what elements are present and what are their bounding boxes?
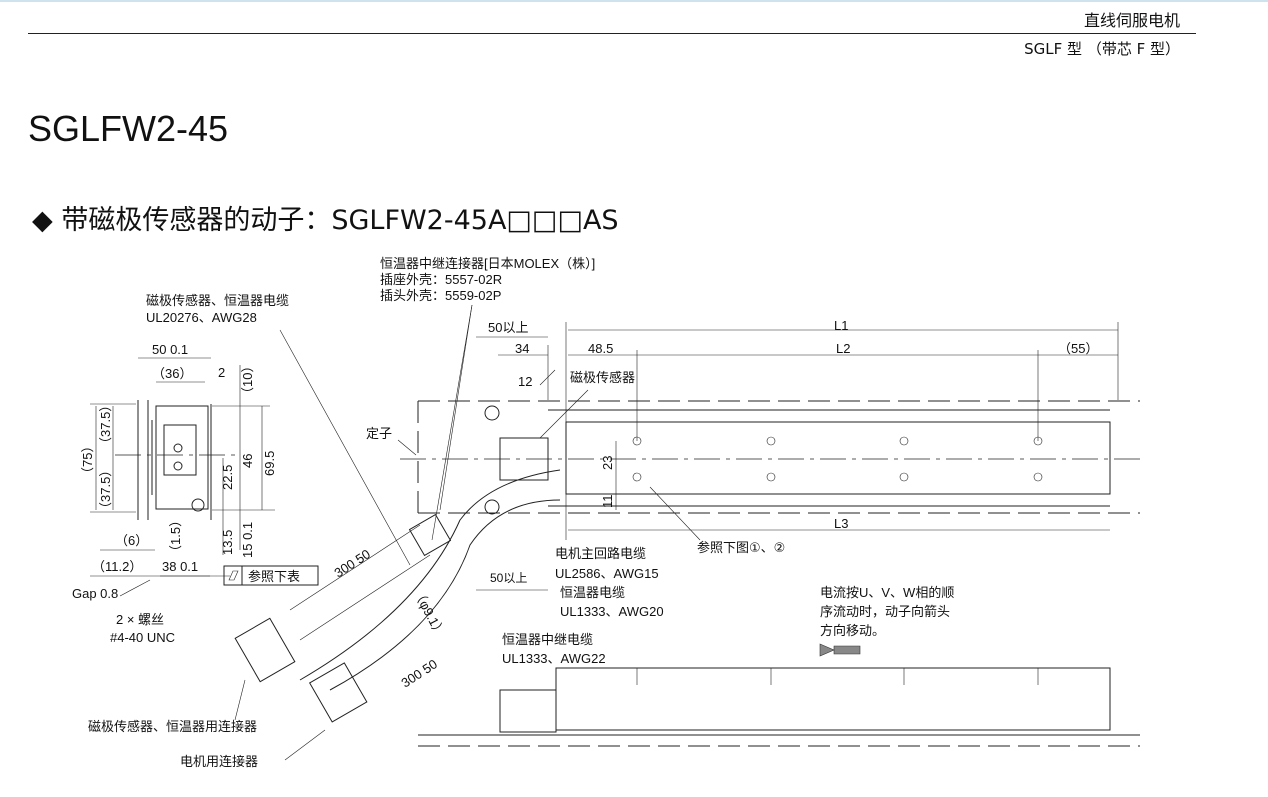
relay-cable-label: 恒温器中继电缆	[502, 632, 593, 647]
page-title: SGLFW2-45	[28, 108, 229, 149]
top-view: 50以上 34 12 48.5 L1 L2 （55） L3 23 11 50以上…	[366, 318, 1140, 591]
dim-min-50-bottom: 50以上	[490, 571, 527, 585]
dim-75: （75）	[80, 440, 95, 480]
dim-L3: L3	[834, 516, 848, 531]
dim-2: 2	[218, 365, 225, 380]
dim-11: 11	[600, 495, 615, 509]
dim-width-50: 50 0.1	[152, 342, 188, 357]
dim-10: （10）	[240, 360, 255, 400]
main-cable-spec: UL2586、AWG15	[555, 566, 659, 581]
dim-6: （6）	[115, 533, 148, 548]
dim-46: 46	[240, 454, 255, 468]
see-table-label: 参照下表	[248, 569, 300, 584]
dim-1-5: （1.5）	[168, 514, 183, 558]
direction-arrow-icon	[819, 643, 861, 657]
dim-22-5: 22.5	[220, 465, 235, 490]
header-category: 直线伺服电机	[1083, 11, 1180, 30]
top-border	[0, 0, 1268, 2]
sensor-cable-label: 磁极传感器、恒温器电缆	[146, 293, 289, 308]
socket-housing-label: 插座外壳：5557-02R	[380, 272, 502, 287]
note-line-1: 电流按U、V、W相的顺	[820, 585, 954, 600]
see-below-label: 参照下图①、②	[697, 540, 785, 555]
dim-min-50-top: 50以上	[488, 320, 528, 335]
side-view: 50 0.1 （36） 2 （10） （75） （37.5） （37.5） 46…	[72, 342, 319, 601]
note-line-3: 方向移动。	[820, 623, 885, 638]
screws-label: 2 × 螺丝	[116, 612, 164, 627]
stator-label: 定子	[366, 426, 392, 441]
screw-spec-label: #4-40 UNC	[110, 630, 175, 645]
header-divider	[28, 33, 1196, 34]
section-subtitle: ◆ 带磁极传感器的动子：SGLFW2-45A□□□AS	[32, 205, 619, 236]
cables: 300 50 300 50 （φ9.1）	[234, 304, 561, 761]
relay-cable-spec: UL1333、AWG22	[502, 651, 606, 666]
header-series: SGLF 型 （带芯 F 型）	[1024, 40, 1180, 58]
sensor-cable-spec: UL20276、AWG28	[146, 310, 257, 325]
dim-12: 12	[518, 374, 532, 389]
dim-15: 15 0.1	[240, 522, 255, 558]
pole-sensor-label: 磁极传感器	[570, 370, 635, 385]
dim-L2: L2	[836, 341, 850, 356]
cable-length-1: 300 50	[331, 546, 373, 580]
cable-length-2: 300 50	[398, 656, 440, 690]
dim-37-5-top: （37.5）	[98, 399, 113, 450]
dim-L1: L1	[834, 318, 848, 333]
dim-34: 34	[515, 341, 529, 356]
plug-housing-label: 插头外壳：5559-02P	[380, 288, 501, 303]
dim-48-5: 48.5	[588, 341, 613, 356]
dim-11-2: （11.2）	[92, 559, 142, 574]
motor-connector-label: 电机用连接器	[180, 754, 258, 769]
dim-37-5-bottom: （37.5）	[98, 464, 113, 515]
thermo-cable-label: 恒温器电缆	[560, 585, 625, 600]
thermo-cable-spec: UL1333、AWG20	[560, 604, 664, 619]
dim-13-5: 13.5	[220, 530, 235, 555]
dim-38: 38 0.1	[162, 559, 198, 574]
bottom-view	[418, 643, 1140, 747]
dim-23: 23	[600, 456, 615, 470]
sensor-connector-label: 磁极传感器、恒温器用连接器	[88, 719, 257, 734]
note-line-2: 序流动时，动子向箭头	[820, 604, 950, 619]
flatness-icon	[228, 570, 239, 581]
relay-connector-label: 恒温器中继连接器[日本MOLEX（株）]	[380, 256, 595, 271]
dim-36: （36）	[152, 366, 192, 381]
gap-label: Gap 0.8	[72, 586, 118, 601]
cable-diameter: （φ9.1）	[410, 586, 448, 639]
dim-55: （55）	[1058, 341, 1098, 356]
main-cable-label: 电机主回路电缆	[555, 546, 646, 561]
dim-69-5: 69.5	[262, 451, 277, 476]
